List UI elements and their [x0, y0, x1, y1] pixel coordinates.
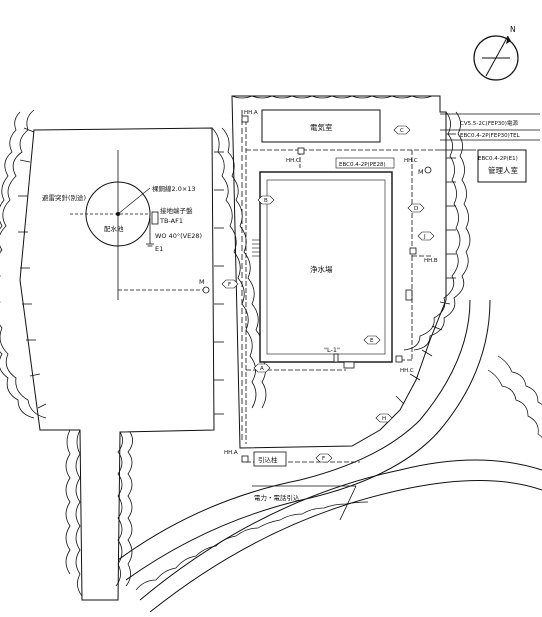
lead-in-pole-label: 引込柱: [258, 455, 278, 464]
route-tag-i: H: [375, 413, 393, 423]
stair-mark: [252, 239, 260, 257]
handholes: [241, 115, 417, 463]
hh-c-top-label: HH.C: [286, 158, 300, 164]
manhole-left-icon: [202, 286, 210, 294]
route-tag-a: C: [393, 125, 411, 135]
svg-text:J: J: [423, 234, 426, 240]
north-arrow-icon: [473, 35, 519, 81]
hh-c-right-label: HH.C: [404, 158, 418, 164]
hh-a-bottom-label: HH.A: [224, 450, 238, 456]
route-tag-h: A: [253, 363, 271, 373]
sensor-label: "L-1": [324, 346, 340, 354]
road: [117, 299, 542, 613]
marker-m-left: M: [199, 278, 205, 286]
ground-terminal-box: [146, 211, 159, 247]
plant-cable-label: EBC0.4-2P(PE28): [339, 162, 386, 168]
bare-copper-label: 裸銅線2.0×13: [152, 184, 196, 193]
power-cable-label: CV5.5-2C(FEP30)電源: [460, 119, 518, 127]
hh-a-top-label: HH.A: [244, 110, 258, 116]
distribution-reservoir: [70, 150, 151, 300]
hh-c-bottom-label: HH.C: [400, 368, 414, 374]
svg-text:H: H: [382, 416, 386, 422]
route-tag-f: F: [221, 279, 239, 289]
purification-plant-label: 浄水場: [310, 264, 333, 274]
lead-in-drop: [339, 485, 357, 521]
svg-text:F: F: [322, 456, 325, 462]
room-cable-label: EBC0.4-2P(E1): [478, 156, 518, 162]
main-site-boundary: [231, 95, 447, 449]
purification-plant: [259, 171, 393, 363]
lead-in-pole: [253, 451, 287, 467]
road-slope: [135, 355, 542, 591]
sensor-icon: [333, 353, 339, 363]
manhole-right-icon: [424, 166, 432, 174]
route-tag-e: J: [417, 231, 435, 241]
svg-text:C: C: [400, 128, 404, 134]
svg-text:E: E: [370, 338, 374, 344]
lightning-rod-label: 避雷突針(別途): [42, 193, 86, 202]
management-room-label: 管理人室: [488, 165, 518, 175]
svg-text:F: F: [228, 282, 231, 288]
svg-text:B: B: [264, 198, 268, 204]
svg-text:A: A: [260, 366, 264, 372]
plant-side-box: [405, 289, 413, 301]
earth-label: E1: [155, 245, 163, 253]
north-label: N: [510, 25, 516, 34]
plant-outlet-box: [343, 361, 355, 369]
svg-text:D: D: [414, 206, 418, 212]
route-tag-b: B: [257, 195, 275, 205]
marker-m-right: M: [418, 168, 424, 176]
plant-cable-box: [335, 157, 395, 169]
conduit-label: WO 40°(VE28): [155, 232, 202, 240]
tel-cable-label: EBC0.4-2P(FEP30)TEL: [460, 133, 521, 139]
route-tag-d: D: [407, 203, 425, 213]
external-cables: [440, 113, 540, 151]
left-lot-slope-bottom: [65, 429, 133, 597]
reservoir-label: 配水池: [104, 224, 124, 233]
electrical-room: [261, 109, 381, 143]
power-telecom-label: 電力・電話引込: [254, 493, 300, 502]
reservoir-lot: [19, 127, 215, 601]
electrical-room-label: 電気室: [310, 122, 333, 132]
route-tag-j: F: [315, 453, 333, 463]
ground-panel-label: 接地端子盤: [160, 206, 193, 215]
purification-plant-inner: [266, 179, 386, 355]
hh-b-label: HH.B: [424, 258, 438, 264]
left-lot-slope-left: [0, 109, 47, 419]
management-room: [477, 149, 527, 183]
route-tag-g: E: [363, 335, 381, 345]
terminal-box-label: TB-AF1: [159, 217, 183, 225]
main-site-slope: [231, 95, 471, 440]
